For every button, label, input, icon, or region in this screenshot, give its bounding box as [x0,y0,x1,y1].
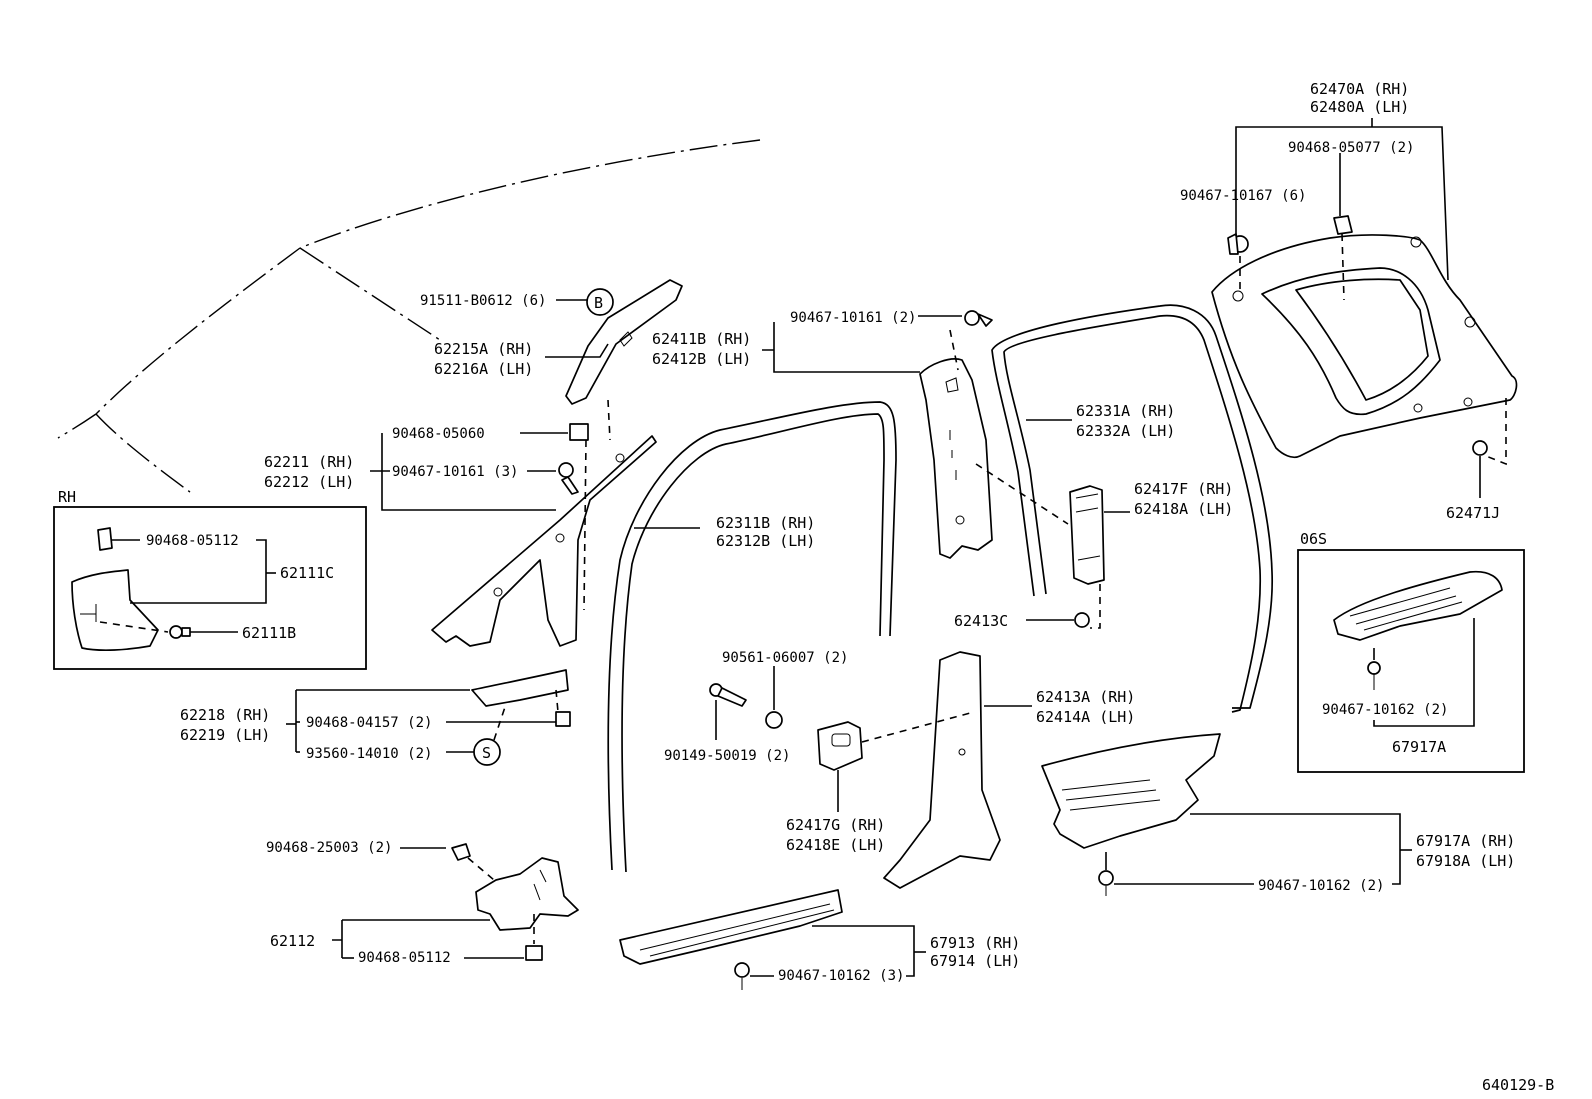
rh-inset-box: RH 90468-05112 62111C 62111B [53,488,367,670]
kick-panel-62218-group: 62218 (RH) 62219 (LH) 90468-04157 (2) 93… [180,669,571,766]
06s-tag: 06S [1300,530,1327,548]
cowl-side-62112-group: 90468-25003 (2) 62112 90468-05112 [266,840,579,966]
label-90468-05077: 90468-05077 (2) [1288,140,1414,156]
cowl-side-trim-62112-shape [475,857,579,931]
label-62211: 62211 (RH) [264,453,354,471]
label-62412b: 62412B (LH) [652,350,751,368]
quarter-trim-62470a-shape [1211,234,1518,459]
label-90561-06007: 90561-06007 (2) [722,650,848,666]
label-62480a: 62480A (LH) [1310,98,1409,116]
front-pillar-garnish-62211-shape [431,435,657,647]
label-62418e: 62418E (LH) [786,836,885,854]
callout-b: B [594,294,603,312]
diagram-reference-id: 640129-B [1482,1076,1554,1094]
callout-s: S [482,744,491,762]
label-90467-10167: 90467-10167 (6) [1180,188,1306,204]
label-90468-04157: 90468-04157 (2) [306,715,432,731]
label-90467-10162-2: 90467-10162 (2) [1258,878,1384,894]
label-90468-05112-rh: 90468-05112 [146,533,239,549]
label-62411b: 62411B (RH) [652,330,751,348]
scuff-plate-67913-group: 90467-10162 (3) 67913 (RH) 67914 (LH) [619,889,1020,990]
rear-door-weatherstrip-group: 62331A (RH) 62332A (LH) [991,304,1274,713]
label-90149-50019: 90149-50019 (2) [664,748,790,764]
scuff-plate-06s-shape [1333,570,1503,641]
label-62215a: 62215A (RH) [434,340,533,358]
label-90467-10162-3: 90467-10162 (3) [778,968,904,984]
label-62219: 62219 (LH) [180,726,270,744]
belt-cover-62417f-group: 62417F (RH) 62418A (LH) 62413C [954,463,1233,630]
label-62216a: 62216A (LH) [434,360,533,378]
06s-inset-box: 06S 90467-10162 (2) 67917A [1297,530,1525,773]
label-67914: 67914 (LH) [930,952,1020,970]
b-pillar-upper-group: 90467-10161 (2) 62411B (RH) 62412B (LH) [652,310,993,559]
center-pillar-garnish-upper-shape [919,358,993,559]
label-62414a: 62414A (LH) [1036,708,1135,726]
quarter-trim-group: 62471J 62470A (RH) 62480A (LH) 90468-050… [1180,80,1518,522]
label-62112: 62112 [270,932,315,950]
label-93560-14010: 93560-14010 (2) [306,746,432,762]
label-62413a: 62413A (RH) [1036,688,1135,706]
label-62218: 62218 (RH) [180,706,270,724]
label-67917a-06s: 67917A [1392,738,1446,756]
label-62111c: 62111C [280,564,334,582]
label-62413c: 62413C [954,612,1008,630]
label-90467-10161-3: 90467-10161 (3) [392,464,518,480]
b-pillar-lower-group: 62413A (RH) 62414A (LH) 62417G (RH) 6241… [664,650,1135,889]
cowl-trim-62218-shape [471,669,569,707]
label-62417g: 62417G (RH) [786,816,885,834]
label-62212: 62212 (LH) [264,473,354,491]
a-pillar-garnish-62215a-shape [565,279,683,405]
clip-90468-05112-rh-shape [97,527,113,551]
label-90468-05060: 90468-05060 [392,426,485,442]
label-91511-b0612: 91511-B0612 (6) [420,293,546,309]
label-62417f: 62417F (RH) [1134,480,1233,498]
scuff-plate-67913-shape [619,889,843,965]
label-62331a: 62331A (RH) [1076,402,1175,420]
callout-s-circle [473,738,501,766]
label-62311b: 62311B (RH) [716,514,815,532]
label-62470a: 62470A (RH) [1310,80,1409,98]
label-62471j: 62471J [1446,504,1500,522]
scuff-plate-67917a-shape [1041,733,1221,849]
label-62418a: 62418A (LH) [1134,500,1233,518]
label-90468-05112: 90468-05112 [358,950,451,966]
callout-b-circle [586,288,614,316]
cowl-side-trim-62111c-shape [71,569,159,651]
center-pillar-garnish-lower-shape [883,651,1001,889]
a-pillar-upper-group: B 91511-B0612 (6) 62215A (RH) 62216A (LH… [420,279,683,441]
label-90467-10162-06s: 90467-10162 (2) [1322,702,1448,718]
rear-scuff-plate-group: 90467-10162 (2) 67917A (RH) 67918A (LH) [1041,733,1515,896]
front-door-weatherstrip-group: 62311B (RH) 62312B (LH) [607,401,897,873]
rh-tag: RH [58,488,76,506]
label-90467-10161-2: 90467-10161 (2) [790,310,916,326]
label-62111b: 62111B [242,624,296,642]
car-body-outline [57,139,761,493]
a-pillar-lower-group: 90468-05060 90467-10161 (3) 62211 (RH) 6… [264,423,657,647]
label-62332a: 62332A (LH) [1076,422,1175,440]
label-67917a: 67917A (RH) [1416,832,1515,850]
label-90468-25003: 90468-25003 (2) [266,840,392,856]
label-67918a: 67918A (LH) [1416,852,1515,870]
label-67913: 67913 (RH) [930,934,1020,952]
label-62312b: 62312B (LH) [716,532,815,550]
